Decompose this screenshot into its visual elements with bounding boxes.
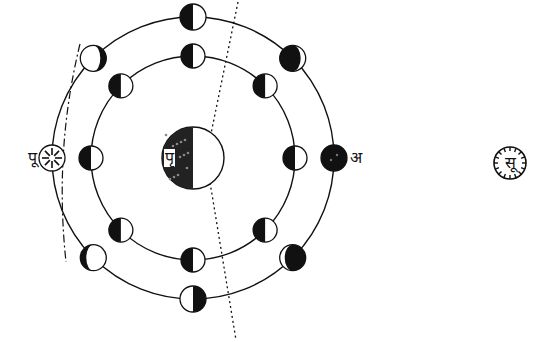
sun-ray [518,152,521,155]
earth-speckle [187,152,190,155]
earth-speckle [186,167,189,170]
sun-label: सू [505,154,516,172]
moon-symbol [109,74,133,98]
sun-ray [499,152,502,155]
moon-shadow [285,245,306,271]
sun-ray [518,171,521,174]
moon-ray [54,160,59,165]
moon-shadow [253,218,265,242]
sight-line [206,158,236,340]
inner-orbit [91,56,295,260]
moon-ray [45,160,50,165]
earth-speckle [177,174,180,177]
moon-symbol [181,248,205,272]
moon-shadow [253,74,265,98]
moon-ray [55,157,62,159]
earth-speckle [180,141,183,144]
moon-ray [54,151,59,156]
moon-symbol [181,44,205,68]
moon-symbol [80,45,106,71]
sun-ray [504,148,506,152]
sun-ray [509,147,510,151]
moon-phase [280,45,306,71]
sun-ray [522,162,526,163]
moon-shadow [181,248,193,272]
earth-speckle [165,134,168,137]
sun-ray [504,174,506,178]
moon-symbol [253,74,277,98]
moon-ray [51,148,53,155]
earth-speckle [172,145,175,148]
moon-phase [280,245,306,271]
sun-circle: सू [492,145,528,181]
moon-symbol [180,286,206,312]
moon-shadow [180,4,193,30]
earth-speckle [173,176,176,179]
moon-phase [180,4,206,30]
moon-phase [180,286,206,312]
moon-shadow [93,45,106,71]
moon-symbol [79,146,103,170]
moon-phase [80,245,106,271]
moon-symbol [109,218,133,242]
moon-shadow [109,74,121,98]
full-moon [39,145,65,171]
moon-shadow [283,146,295,170]
earth-label: पृ [164,149,175,167]
earth-speckle [183,154,186,157]
moon-symbol [283,146,307,170]
earth-circle: पृ [160,125,226,191]
sun-ray [494,162,498,163]
new-moon-label: अ [349,149,363,167]
moon-symbol [280,45,306,71]
full-moon-label: पू [27,149,38,167]
moon-group [39,4,347,312]
earth-speckle [179,156,182,159]
moon-symbol [80,245,106,271]
moon-symbol [180,4,206,30]
moon-shadow [109,218,121,242]
moon-shadow [80,245,93,271]
sun-ray [495,168,499,170]
outer-orbit [52,17,334,299]
moon-ray [45,151,50,156]
sun-ray [509,175,510,179]
sun-outline [494,147,526,179]
new-moon [321,145,347,171]
sun-ray [521,168,525,170]
earth-outline [162,127,224,189]
sun-ray [521,157,525,159]
sun-ray [515,148,517,152]
moon-shadow [79,146,91,170]
moon-shadow [280,45,301,71]
earth-speckle [176,143,179,146]
moon-phase [80,45,106,71]
earth-speckle [169,178,172,181]
sun-ray [495,157,499,159]
moon-symbol [253,218,277,242]
moon-speckle [330,159,332,161]
moon-speckle [336,154,338,156]
earth-speckle [184,139,187,142]
sun-ray [515,174,517,178]
earth-shadow [162,127,193,189]
moon-ray [42,157,49,159]
moon-shadow [193,286,206,312]
moon-symbol [280,245,306,271]
moon-shadow [181,44,193,68]
dash-dot-line [62,44,80,262]
moon-ray [51,161,53,168]
sun-ray [499,171,502,174]
